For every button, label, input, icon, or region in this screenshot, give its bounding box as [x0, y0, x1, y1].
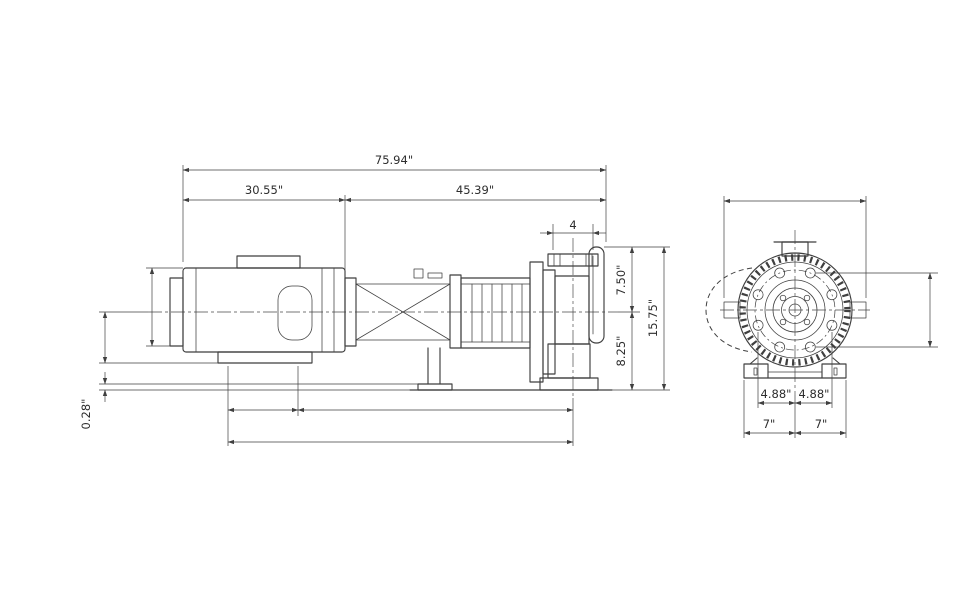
vent-fitting — [413, 268, 424, 279]
bolt-hole — [752, 319, 764, 331]
motor-outline — [169, 255, 346, 364]
terminal-box — [236, 255, 301, 269]
motor-silhouette-dashed — [705, 267, 753, 353]
dim-motor-length: 30.55" — [245, 183, 283, 197]
ribbed-ring — [739, 254, 851, 366]
bolt-hole — [826, 319, 838, 331]
end-view: 4.88" 4.88" 7" 7" — [705, 196, 938, 438]
discharge-flange — [547, 253, 599, 267]
port-flange — [588, 246, 605, 344]
left-foot — [743, 363, 769, 379]
bolt-hole — [804, 341, 816, 353]
bolt-hole — [774, 341, 786, 353]
bolt-hole — [826, 289, 838, 301]
pump-barrel — [460, 277, 531, 349]
coupling-guard — [344, 268, 462, 349]
motor-rear-cap — [169, 277, 184, 347]
bolt-hole — [774, 267, 786, 279]
dim-foot-spacing-right: 7" — [815, 417, 828, 431]
dim-port-size: 4 — [569, 218, 576, 232]
end-view-dimensions: 4.88" 4.88" 7" 7" — [723, 196, 938, 438]
dim-bolt-spacing-left: 4.88" — [761, 387, 792, 401]
dim-base-thickness: 0.28" — [79, 399, 93, 430]
support-bracket — [409, 347, 613, 391]
dim-pump-length: 45.39" — [456, 183, 494, 197]
side-view: 75.94" 30.55" 45.39" 4 7.50" 8.25" 15.75… — [79, 153, 670, 446]
dim-height-lower: 8.25" — [614, 336, 628, 367]
dim-height-upper: 7.50" — [614, 265, 628, 296]
dim-height-total: 15.75" — [646, 299, 660, 337]
right-foot — [821, 363, 847, 379]
left-tab — [723, 301, 741, 319]
side-view-dimensions: 75.94" 30.55" 45.39" 4 7.50" 8.25" 15.75… — [79, 153, 670, 446]
pedestal — [743, 357, 847, 379]
dim-foot-spacing-left: 7" — [763, 417, 776, 431]
bolt-circle — [754, 269, 836, 351]
right-tab — [849, 301, 867, 319]
pump-base-body — [547, 343, 591, 379]
motor-foot — [217, 351, 313, 364]
bolt-hole — [804, 267, 816, 279]
dim-bolt-spacing-right: 4.88" — [799, 387, 830, 401]
pump-head — [529, 246, 605, 391]
bolt-hole — [752, 289, 764, 301]
pump-base-flange — [539, 377, 599, 391]
top-bracket — [773, 241, 817, 257]
motor-nameplate — [277, 285, 313, 341]
flange-face — [723, 252, 867, 368]
dim-overall-length: 75.94" — [375, 153, 413, 167]
